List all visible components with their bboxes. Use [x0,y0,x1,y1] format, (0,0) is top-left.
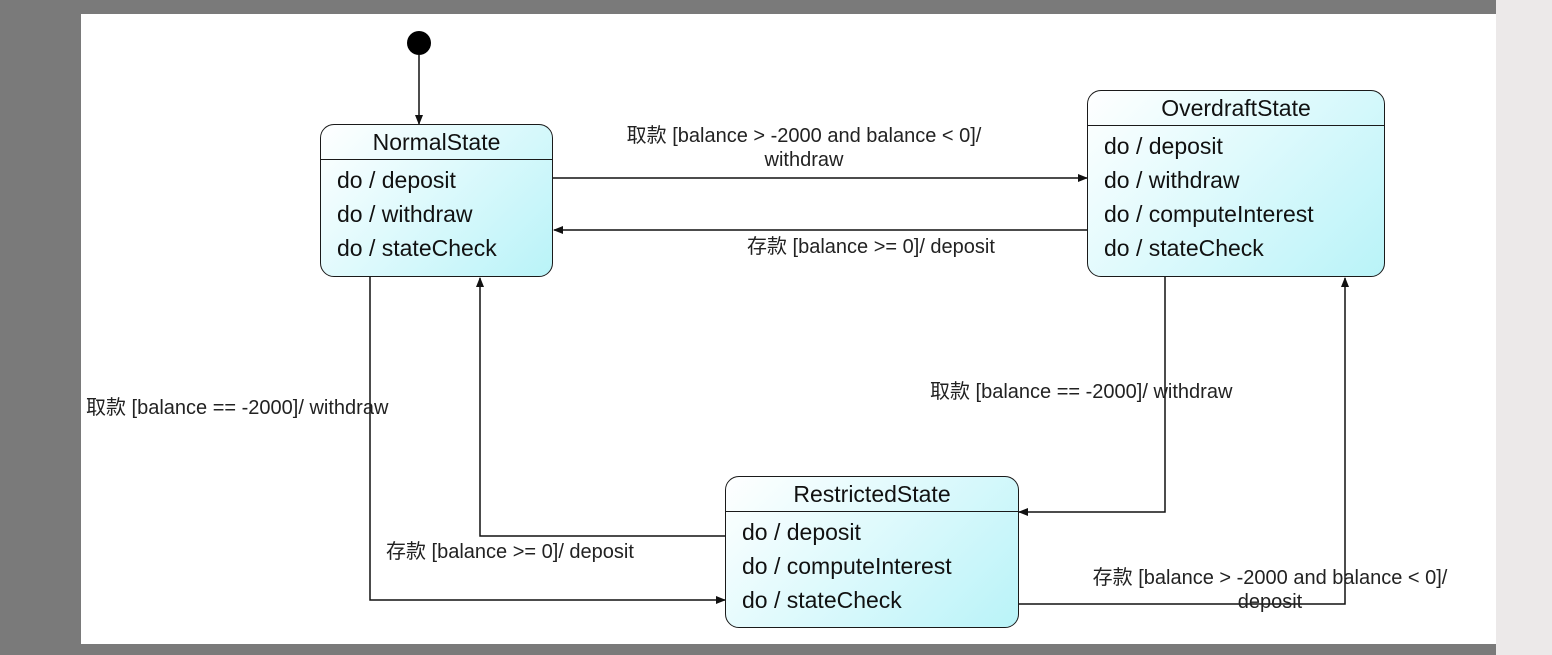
edge-restricted-to-normal [476,277,725,537]
label-normal-to-restricted: 取款 [balance == -2000]/ withdraw [86,397,389,419]
initial-state-dot [407,31,431,55]
edge-overdraft-to-restricted [1018,277,1166,516]
action-item: do / stateCheck [1104,235,1264,261]
label-restricted-to-overdraft: 存款 [balance > -2000 and balance < 0]/ de… [1050,566,1490,614]
edge-restricted-to-overdraft [1019,277,1349,605]
action-item: do / deposit [1104,133,1223,159]
action-item: do / withdraw [337,201,473,227]
label-overdraft-to-restricted: 取款 [balance == -2000]/ withdraw [930,381,1233,403]
state-normal-title: NormalState [321,125,552,160]
state-restricted[interactable]: RestrictedState do / deposit do / comput… [725,476,1019,628]
label-line: deposit [1237,591,1303,613]
state-overdraft-title: OverdraftState [1088,91,1384,126]
right-margin [1496,0,1552,655]
action-item: do / deposit [742,519,861,545]
action-item: do / computeInterest [1104,201,1314,227]
action-item: do / computeInterest [742,553,952,579]
label-normal-to-overdraft: 取款 [balance > -2000 and balance < 0]/ wi… [584,124,1024,172]
action-item: do / stateCheck [337,235,497,261]
label-line: withdraw [764,149,844,171]
state-overdraft[interactable]: OverdraftState do / deposit do / withdra… [1087,90,1385,277]
action-item: do / deposit [337,167,456,193]
label-line: 取款 [balance > -2000 and balance < 0]/ [626,125,982,147]
state-restricted-actions: do / deposit do / computeInterest do / s… [726,512,1018,617]
action-item: do / withdraw [1104,167,1240,193]
label-restricted-to-normal: 存款 [balance >= 0]/ deposit [386,541,634,563]
state-restricted-title: RestrictedState [726,477,1018,512]
state-overdraft-actions: do / deposit do / withdraw do / computeI… [1088,126,1384,265]
state-normal-actions: do / deposit do / withdraw do / stateChe… [321,160,552,265]
label-line: 存款 [balance > -2000 and balance < 0]/ [1092,567,1448,589]
edge-normal-to-restricted [369,277,726,604]
action-item: do / stateCheck [742,587,902,613]
label-overdraft-to-normal: 存款 [balance >= 0]/ deposit [747,236,995,258]
state-normal[interactable]: NormalState do / deposit do / withdraw d… [320,124,553,277]
